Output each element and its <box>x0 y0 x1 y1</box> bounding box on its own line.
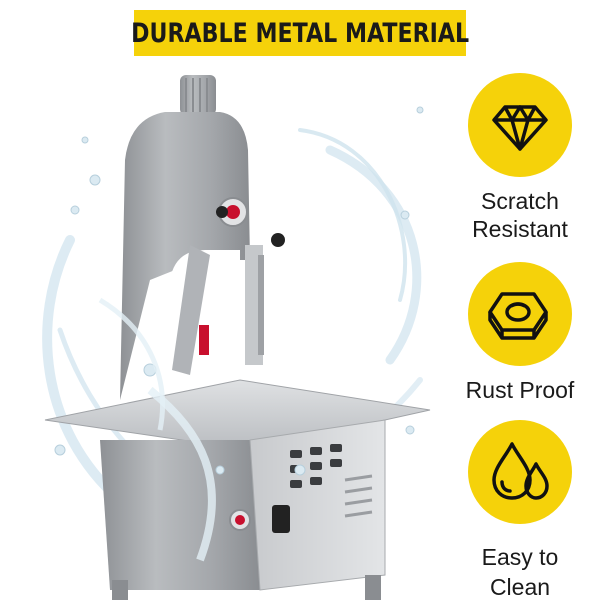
feature-label: Rust Proof <box>466 376 575 404</box>
headline-banner: DURABLE METAL MATERIAL <box>130 10 470 56</box>
feature-easy-to-clean: Easy to Clean <box>440 420 600 600</box>
feature-scratch-resistant: Scratch Resistant <box>440 73 600 243</box>
feature-label-line: Rust Proof <box>465 377 575 403</box>
water-drops-icon <box>468 420 572 524</box>
feature-label: Scratch Resistant <box>472 187 568 243</box>
feature-label: Easy to Clean <box>482 542 559 600</box>
band-saw-image <box>42 75 431 600</box>
feature-label-line: Easy to <box>481 544 559 570</box>
diamond-icon <box>468 73 572 177</box>
headline-text: DURABLE METAL MATERIAL <box>130 17 470 49</box>
feature-label-line: Resistant <box>472 216 568 242</box>
feature-label-line: Clean <box>489 574 551 600</box>
hex-nut-icon <box>468 262 572 366</box>
feature-rust-proof: Rust Proof <box>440 262 600 404</box>
feature-label-line: Scratch <box>481 188 559 214</box>
